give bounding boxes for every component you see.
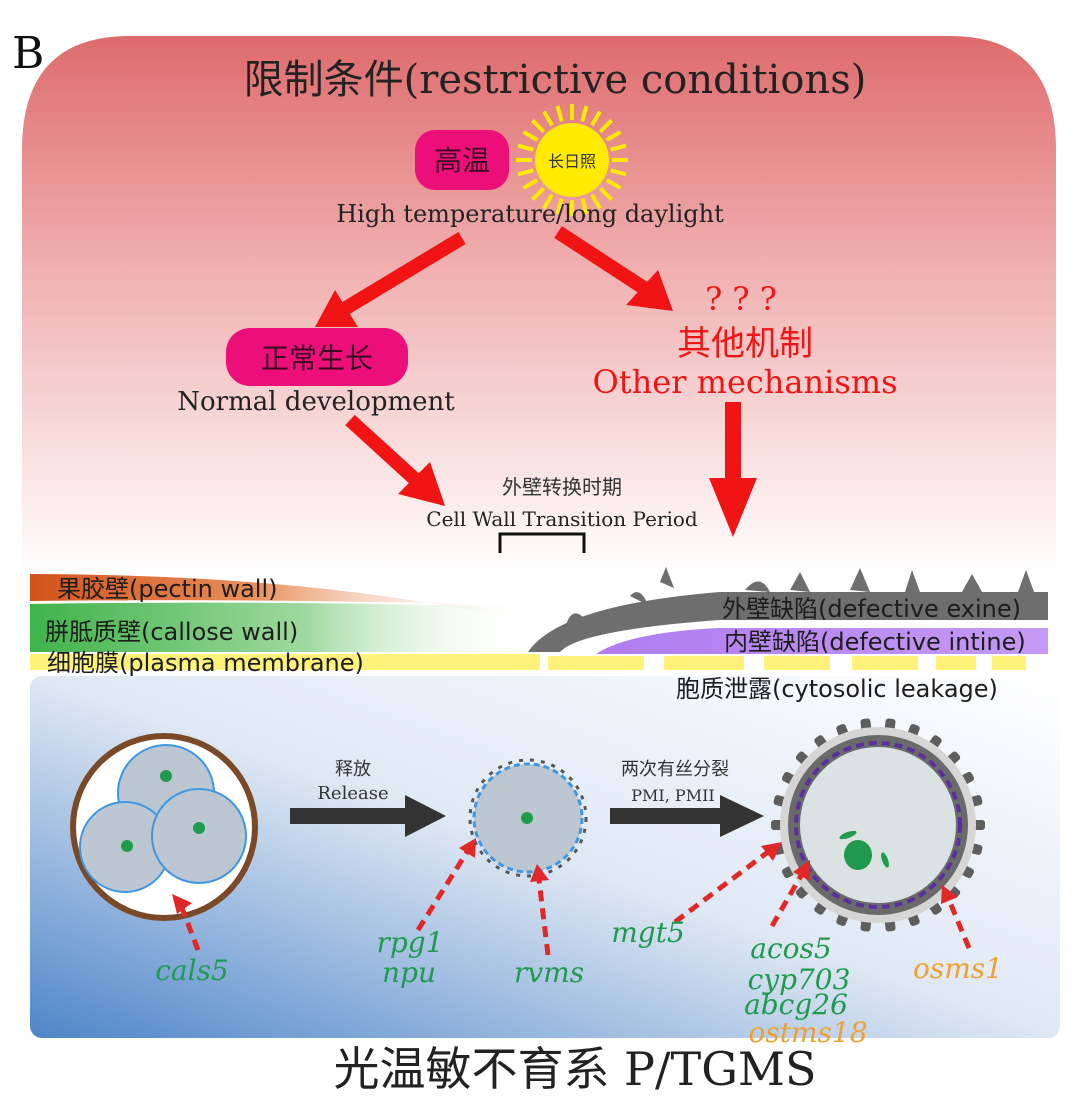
release-label-en: Release xyxy=(317,783,388,804)
defective-exine-label: 外壁缺陷(defective exine) xyxy=(722,595,1021,623)
gene-abcg26: abcg26 xyxy=(744,988,848,1021)
conditions-label-en: High temperature/long daylight xyxy=(336,200,724,228)
sun-icon xyxy=(516,104,628,216)
sun-ray xyxy=(590,193,602,210)
transition-period-label-cn: 外壁转换时期 xyxy=(502,475,622,499)
gene-pointer-arrows xyxy=(172,838,972,956)
high-temp-badge xyxy=(415,130,509,190)
gene-rpg1: rpg1 xyxy=(376,926,443,959)
release-arrow xyxy=(290,795,446,837)
normal-development-label-en: Normal development xyxy=(177,387,455,417)
mitosis-label-cn: 两次有丝分裂 xyxy=(621,759,729,780)
gene-mgt5: mgt5 xyxy=(611,916,685,949)
tetrad-cell xyxy=(70,733,258,921)
sun-ray xyxy=(530,186,546,202)
arrow-to-transition xyxy=(345,414,445,506)
microspore-cell xyxy=(468,758,588,878)
sun-disc xyxy=(535,123,609,197)
sun-ray xyxy=(555,105,564,122)
plasma-membrane-layer xyxy=(30,654,540,670)
sun-ray xyxy=(580,105,589,122)
long-day-label: 长日照 xyxy=(548,152,596,171)
defective-exine-layer xyxy=(528,592,1048,652)
pectin-wall-label: 果胶壁(pectin wall) xyxy=(57,575,278,603)
gene-acos5: acos5 xyxy=(750,932,831,965)
high-temp-label: 高温 xyxy=(434,144,490,177)
gene-npu: npu xyxy=(382,956,436,989)
release-label-cn: 释放 xyxy=(335,759,371,780)
sun-ray xyxy=(598,186,614,202)
sun-ray xyxy=(530,118,546,134)
sun-ray xyxy=(580,198,589,215)
main-title: 限制条件(restrictive conditions) xyxy=(244,57,867,103)
pectin-wall-layer xyxy=(30,574,530,620)
sun-ray xyxy=(598,118,614,134)
sun-ray xyxy=(517,168,534,177)
gene-osms1: osms1 xyxy=(913,952,1003,985)
sun-ray xyxy=(610,168,627,177)
leaky-membrane-layer xyxy=(548,656,1026,670)
unknown-question-marks: ? ? ? xyxy=(705,280,777,318)
arrow-to-normal xyxy=(315,232,466,327)
arrow-to-other xyxy=(554,226,673,311)
mitosis-arrow xyxy=(610,795,764,837)
transition-bracket xyxy=(498,532,586,553)
mature-pollen-cell xyxy=(771,718,985,932)
defective-intine-label: 内壁缺陷(defective intine) xyxy=(724,628,1026,656)
normal-growth-label-cn: 正常生长 xyxy=(261,342,373,375)
other-mechanisms-label-en: Other mechanisms xyxy=(592,363,897,401)
gene-cyp703: cyp703 xyxy=(748,963,851,996)
gene-ostms18: ostms18 xyxy=(748,1016,867,1049)
sun-ray xyxy=(605,130,622,142)
sun-ray xyxy=(542,193,554,210)
sun-ray xyxy=(610,143,627,152)
sun-ray xyxy=(542,110,554,127)
exine-spikes xyxy=(566,567,1034,625)
upper-background-panel xyxy=(22,36,1056,575)
gene-rvms: rvms xyxy=(514,956,584,989)
sun-ray xyxy=(522,178,539,190)
arrow-to-defects xyxy=(709,402,757,537)
callose-wall-label: 胼胝质壁(callose wall) xyxy=(45,618,298,646)
panel-letter: B xyxy=(12,28,44,79)
mitosis-label-en: PMI, PMII xyxy=(631,786,714,805)
sun-ray xyxy=(555,198,564,215)
plasma-membrane-label: 细胞膜(plasma membrane) xyxy=(47,649,364,677)
defective-intine-layer xyxy=(596,628,1048,654)
gene-cals5: cals5 xyxy=(155,954,229,987)
footer-title: 光温敏不育系 P/TGMS xyxy=(333,1042,816,1096)
sun-ray xyxy=(605,178,622,190)
normal-growth-badge xyxy=(226,328,408,386)
transition-period-label-en: Cell Wall Transition Period xyxy=(426,507,698,531)
callose-wall-layer xyxy=(30,602,530,652)
other-mechanisms-label-cn: 其他机制 xyxy=(677,324,813,364)
cytosolic-leakage-label: 胞质泄露(cytosolic leakage) xyxy=(676,675,998,703)
sun-ray xyxy=(522,130,539,142)
sun-ray xyxy=(517,143,534,152)
sun-ray xyxy=(590,110,602,127)
